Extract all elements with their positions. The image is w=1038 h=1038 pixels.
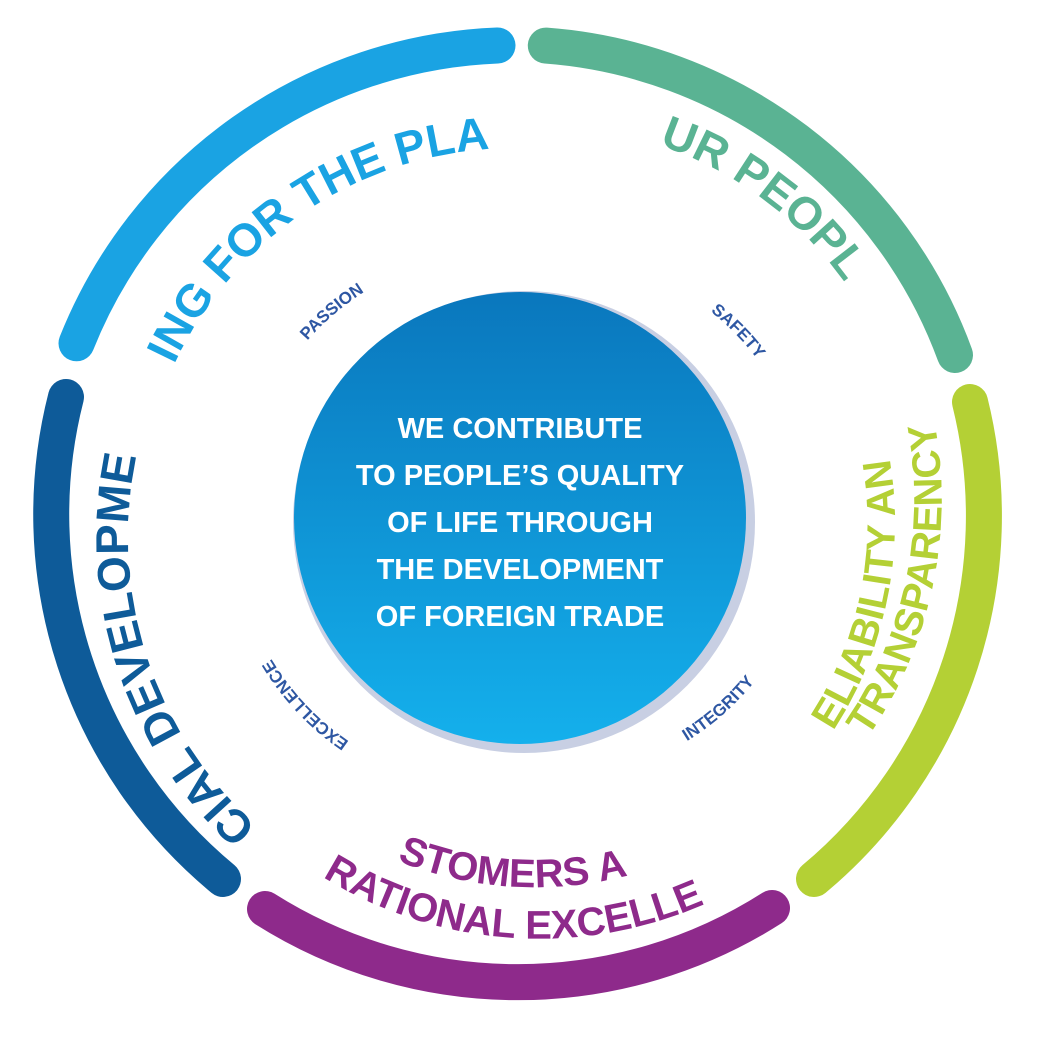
value-passion: PASSION	[296, 279, 366, 343]
arc-social	[33, 379, 241, 897]
arc-customers	[247, 890, 790, 1001]
value-safety: SAFETY	[708, 300, 770, 362]
mission-line-4: THE DEVELOPMENT	[377, 554, 664, 586]
arc-reliability	[796, 384, 1002, 897]
arc-people	[527, 27, 973, 373]
center-circle	[294, 292, 746, 744]
mission-line-5: OF FOREIGN TRADE	[376, 601, 664, 633]
value-excellence: EXCELLENCE	[259, 657, 352, 754]
arc-planet	[58, 27, 516, 362]
mission-line-1: WE CONTRIBUTE	[398, 413, 643, 445]
mission-line-2: TO PEOPLE’S QUALITY	[356, 460, 684, 492]
mission-line-3: OF LIFE THROUGH	[387, 507, 653, 539]
value-integrity: INTEGRITY	[679, 671, 758, 744]
